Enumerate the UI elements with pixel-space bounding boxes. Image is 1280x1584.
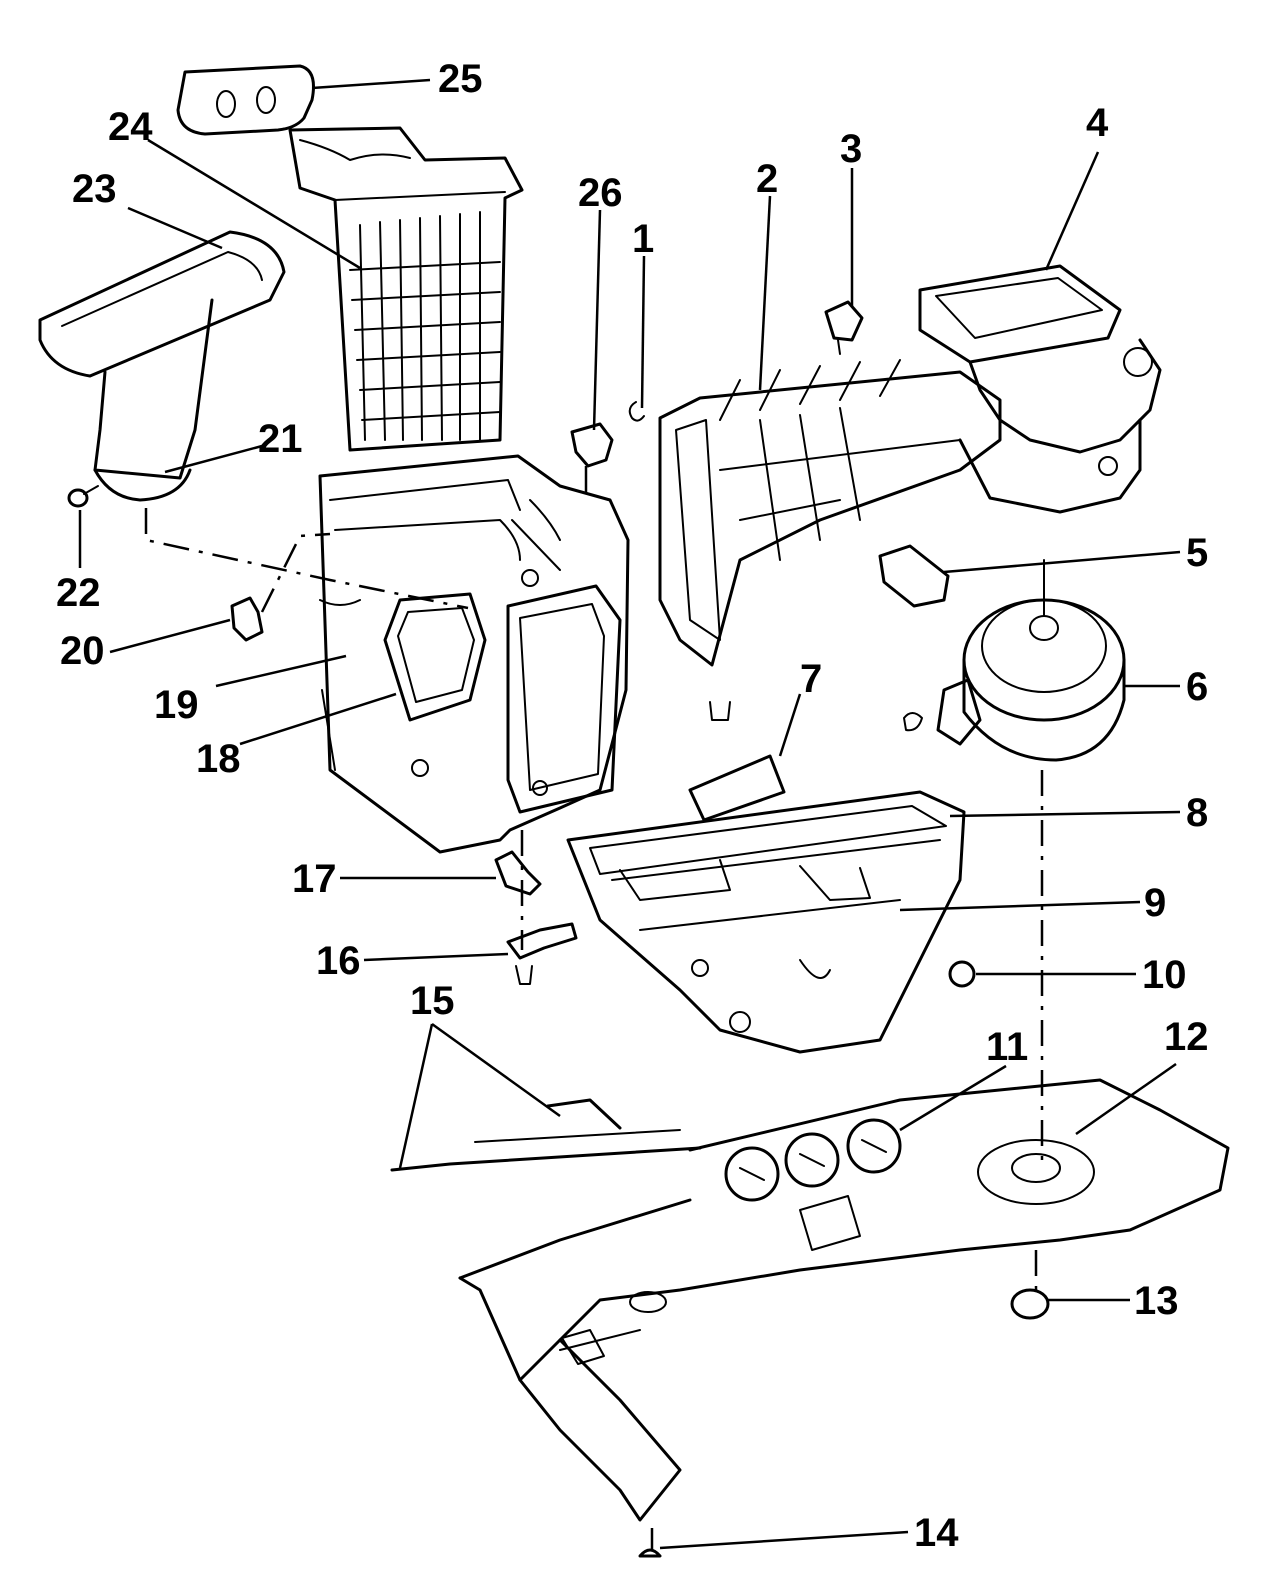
callout-11: 11 — [986, 1025, 1028, 1069]
callout-15: 15 — [410, 979, 455, 1023]
callout-13: 13 — [1134, 1279, 1179, 1323]
callout-19: 19 — [154, 683, 199, 727]
part-25-seal — [176, 64, 315, 136]
callout-23: 23 — [72, 167, 117, 211]
part-10-grommet — [948, 960, 976, 988]
part-23-duct — [38, 230, 286, 502]
callout-24: 24 — [108, 105, 153, 149]
part-24-heater-core — [288, 126, 524, 452]
callout-7: 7 — [800, 657, 822, 701]
callout-16: 16 — [316, 939, 361, 983]
callout-4: 4 — [1086, 101, 1109, 145]
callout-9: 9 — [1144, 881, 1166, 925]
part-5-resistor — [878, 544, 950, 608]
callout-10: 10 — [1142, 953, 1187, 997]
part-clip-small — [903, 712, 923, 732]
callout-26: 26 — [578, 171, 623, 215]
part-8-9-lower-case — [566, 790, 966, 1054]
part-22-screw — [67, 485, 99, 508]
part-7-seal — [688, 754, 786, 822]
part-20-clip — [230, 596, 264, 642]
part-16-bracket — [506, 922, 578, 985]
part-17-bracket — [494, 850, 542, 896]
part-2-evaporator-housing — [658, 359, 1002, 667]
callout-21: 21 — [258, 417, 303, 461]
part-14-plug — [638, 1548, 662, 1558]
callout-8: 8 — [1186, 791, 1208, 835]
part-4-blower-housing — [918, 264, 1162, 514]
callout-1: 1 — [632, 217, 654, 261]
callout-20: 20 — [60, 629, 105, 673]
callout-18: 18 — [196, 737, 241, 781]
callout-14: 14 — [914, 1511, 959, 1555]
part-18-19-heater-housing — [318, 454, 630, 854]
callout-12: 12 — [1164, 1015, 1209, 1059]
part-11-control-knobs — [724, 1118, 902, 1202]
callout-2: 2 — [756, 157, 778, 201]
part-clip-u — [709, 701, 731, 721]
part-3-actuator — [824, 300, 864, 355]
callout-6: 6 — [1186, 665, 1208, 709]
callout-5: 5 — [1186, 531, 1208, 575]
part-15-cables — [390, 1098, 702, 1172]
part-6-blower-motor — [936, 559, 1126, 762]
part-26-actuator — [570, 422, 614, 468]
callout-3: 3 — [840, 127, 862, 171]
callout-17: 17 — [292, 857, 337, 901]
callout-25: 25 — [438, 57, 483, 101]
part-1-clip — [628, 401, 645, 422]
callout-22: 22 — [56, 571, 101, 615]
part-13-grommet — [1010, 1288, 1050, 1320]
